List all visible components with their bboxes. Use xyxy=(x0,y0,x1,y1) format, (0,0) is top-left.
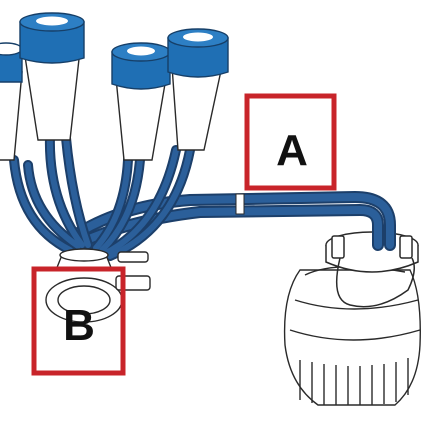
teat-cup-far-left xyxy=(0,42,23,161)
claw-collector xyxy=(45,248,151,323)
label-a-box xyxy=(244,93,337,191)
short-milk-tubes xyxy=(9,130,195,261)
milk-bucket xyxy=(283,265,421,406)
label-b: B xyxy=(63,301,95,350)
teat-cup-right xyxy=(167,28,229,151)
label-b-box xyxy=(31,266,126,376)
teat-cup-left xyxy=(19,12,85,141)
teat-cup-middle xyxy=(111,42,171,161)
label-a: A xyxy=(276,126,308,175)
